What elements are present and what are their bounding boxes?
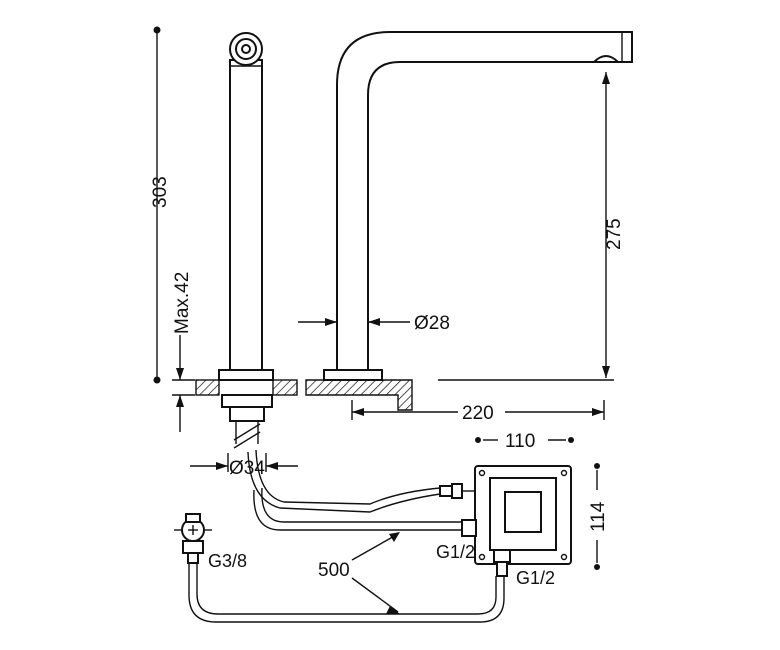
- label-220: 220: [462, 403, 494, 424]
- dimension-303: 303: [150, 26, 171, 384]
- lower-hose: [188, 563, 505, 623]
- spout: [323, 31, 633, 381]
- dimension-275: 275: [438, 72, 625, 381]
- label-diameter-28: Ø28: [414, 313, 450, 334]
- countertop-left: [195, 379, 298, 396]
- label-max-42: Max.42: [172, 272, 193, 334]
- dimension-220: 220: [351, 400, 605, 424]
- label-box-outlet: G1/2: [516, 568, 555, 588]
- label-110: 110: [505, 431, 535, 452]
- dimension-hole-diameter: Ø34: [190, 453, 298, 479]
- label-500: 500: [318, 560, 350, 581]
- sensor-stem: [218, 32, 274, 449]
- label-114: 114: [588, 501, 609, 532]
- inlet-valve: [174, 513, 212, 564]
- label-inlet-valve: G3/8: [208, 551, 247, 571]
- label-box-inlet: G1/2: [436, 542, 475, 562]
- dimension-114: 114: [588, 463, 609, 570]
- label-diameter-34: Ø34: [229, 458, 265, 479]
- label-275: 275: [604, 218, 625, 250]
- dimension-max-thickness: Max.42: [172, 272, 195, 432]
- countertop-right: [305, 379, 413, 411]
- dimension-500: 500: [318, 532, 400, 614]
- control-box: [461, 465, 572, 577]
- supply-hose: [253, 487, 462, 531]
- sensor-cable: [247, 449, 475, 513]
- dimension-pipe-diameter: Ø28: [298, 313, 450, 334]
- dimension-110: 110: [475, 431, 574, 452]
- label-303: 303: [150, 176, 171, 208]
